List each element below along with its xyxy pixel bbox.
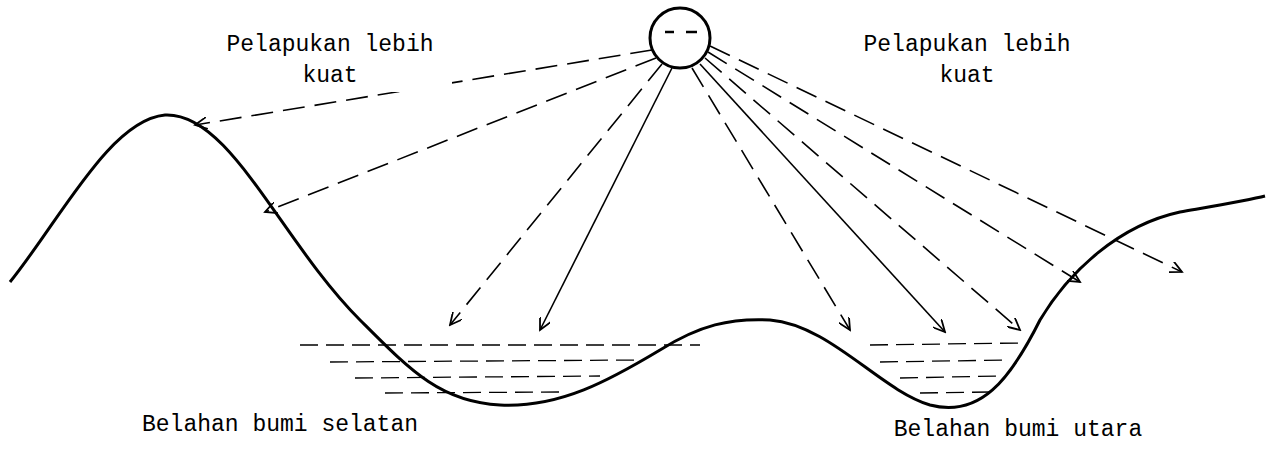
weathering-note: Pelapukan lebih kuat <box>208 30 452 92</box>
weathering-note: Pelapukan lebih kuat <box>845 30 1089 92</box>
hemisphere-label: Belahan bumi selatan <box>128 410 432 441</box>
sun <box>650 8 710 68</box>
water-lines <box>300 343 1020 393</box>
terrain-line <box>10 115 1265 408</box>
hemisphere-label: Belahan bumi utara <box>876 415 1160 446</box>
